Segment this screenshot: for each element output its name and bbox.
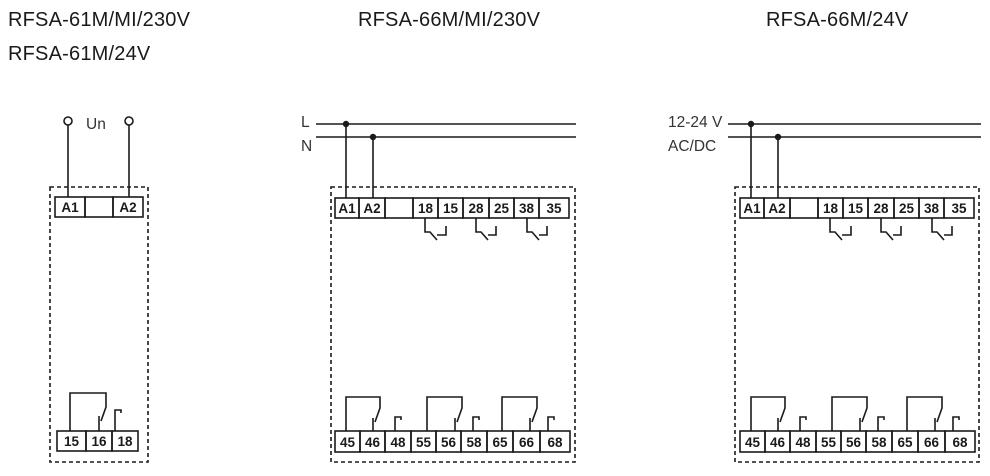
- title-rfsa-61m-24v: RFSA-61M/24V: [8, 43, 151, 65]
- relay-contact-3: [526, 218, 548, 241]
- terminal-label: A1: [743, 201, 761, 216]
- relay-contact-4: [750, 396, 807, 431]
- junction-dot: [369, 133, 377, 141]
- terminal-label: A2: [119, 200, 136, 215]
- title-rfsa-66m-mi-230v: RFSA-66M/MI/230V: [358, 9, 541, 31]
- terminal-label: 38: [924, 201, 940, 216]
- terminal-label: 18: [117, 434, 133, 449]
- terminal-label: A1: [338, 201, 356, 216]
- device-outline: [49, 186, 149, 463]
- terminal-blank: [84, 196, 114, 218]
- diagram-rfsa-66m-mi-230v: [316, 123, 576, 463]
- terminal-label: 15: [443, 201, 459, 216]
- terminal-label: 38: [519, 201, 535, 216]
- title-rfsa-61m-mi-230v: RFSA-61M/MI/230V: [8, 9, 191, 31]
- terminal-label: 45: [745, 435, 761, 450]
- terminal-label: 56: [846, 435, 862, 450]
- terminal-label: A1: [61, 200, 79, 215]
- device-outline: [330, 186, 576, 463]
- terminal-label: 46: [365, 435, 381, 450]
- terminal-label: 28: [468, 201, 484, 216]
- terminal-label: A2: [363, 201, 380, 216]
- diagram-rfsa-61m: [49, 116, 149, 463]
- relay-contact-6: [906, 396, 960, 431]
- relay-contact-4: [345, 396, 402, 431]
- terminal-18: [111, 430, 139, 452]
- label-supply-voltage: 12-24 V: [668, 114, 723, 131]
- terminal-label: 18: [823, 201, 839, 216]
- terminal-label: 45: [340, 435, 356, 450]
- relay-contact-2: [475, 218, 497, 241]
- relay-contact-5: [831, 396, 885, 431]
- supply-terminal-a2: [124, 116, 134, 126]
- terminal-label: 28: [873, 201, 889, 216]
- terminal-35: [943, 197, 975, 219]
- terminal-label: 55: [821, 435, 837, 450]
- terminal-label: 66: [924, 435, 940, 450]
- terminal-label: 18: [418, 201, 434, 216]
- diagram-rfsa-66m-24v: [728, 123, 981, 463]
- device-outline: [734, 186, 980, 463]
- supply-terminal-a1: [63, 116, 73, 126]
- terminal-35: [538, 197, 570, 219]
- terminal-label: 25: [899, 201, 915, 216]
- terminal-label: 48: [390, 435, 406, 450]
- terminal-label: 56: [441, 435, 457, 450]
- terminal-label: 35: [951, 201, 967, 216]
- relay-contact: [69, 392, 122, 431]
- terminal-label: 68: [952, 435, 968, 450]
- terminal-label: 35: [546, 201, 562, 216]
- terminal-blank: [384, 197, 414, 219]
- terminal-68: [539, 430, 571, 453]
- terminal-label: 65: [492, 435, 508, 450]
- junction-dot: [774, 133, 782, 141]
- relay-contact-3: [931, 218, 953, 241]
- terminal-label: 66: [519, 435, 535, 450]
- terminal-a2: [112, 196, 144, 218]
- terminal-label: 15: [848, 201, 864, 216]
- relay-contact-6: [501, 396, 555, 431]
- terminal-label: 68: [547, 435, 563, 450]
- terminal-label: 65: [897, 435, 913, 450]
- terminal-label: 55: [416, 435, 432, 450]
- terminal-label: 58: [871, 435, 887, 450]
- label-l: L: [301, 114, 310, 131]
- terminal-label: 46: [770, 435, 786, 450]
- label-ac-dc: AC/DC: [668, 138, 716, 155]
- relay-contact-2: [880, 218, 902, 241]
- terminal-blank: [789, 197, 819, 219]
- junction-dot: [342, 120, 350, 128]
- relay-contact-1: [829, 218, 852, 241]
- terminal-label: A2: [768, 201, 785, 216]
- label-un: Un: [86, 116, 106, 133]
- label-n: N: [301, 138, 312, 155]
- terminal-label: 15: [64, 434, 80, 449]
- title-rfsa-66m-24v: RFSA-66M/24V: [766, 9, 909, 31]
- junction-dot: [747, 120, 755, 128]
- relay-contact-5: [426, 396, 480, 431]
- terminal-68: [944, 430, 976, 453]
- terminal-label: 48: [795, 435, 811, 450]
- terminal-label: 25: [494, 201, 510, 216]
- terminal-label: 16: [91, 434, 107, 449]
- relay-contact-1: [424, 218, 447, 241]
- terminal-label: 58: [466, 435, 482, 450]
